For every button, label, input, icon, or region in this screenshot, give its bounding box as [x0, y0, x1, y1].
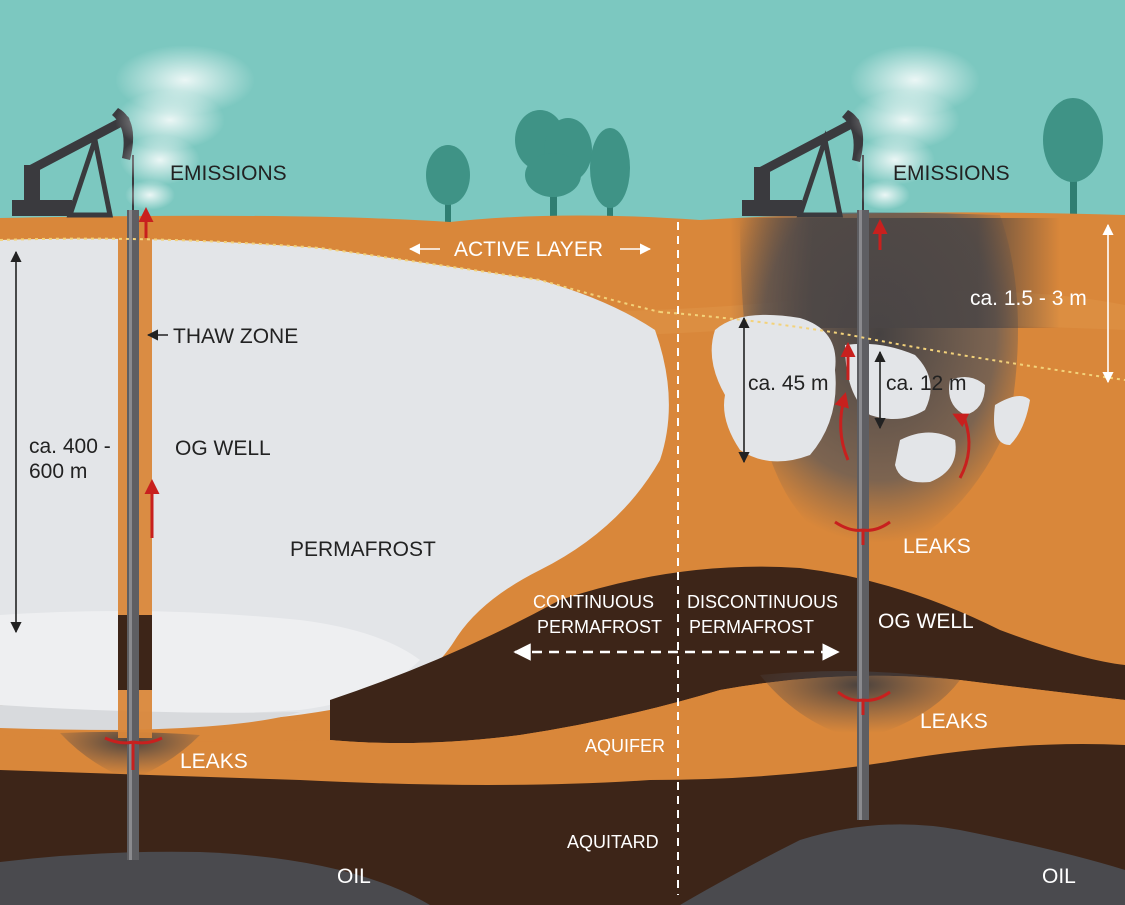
aquitard-label: AQUITARD: [567, 832, 659, 852]
permafrost-body: [0, 238, 669, 723]
discontinuous-label-2: PERMAFROST: [689, 617, 814, 637]
white-arrows: [408, 223, 1114, 661]
emission-plume-right: [850, 45, 980, 210]
discontinuous-label-1: DISCONTINUOUS: [687, 592, 838, 612]
tree-icon: [515, 110, 592, 225]
tree-icon: [426, 145, 470, 225]
leak-arrows-right-lower: [837, 690, 891, 715]
oil-label-left: OIL: [337, 865, 371, 888]
oil-label-right: OIL: [1042, 865, 1076, 888]
oil-left: [0, 851, 430, 905]
active-layer-boundary-right: [659, 311, 1125, 381]
emissions-label-left: EMISSIONS: [170, 162, 287, 185]
og-well-left-edge: [129, 210, 132, 860]
depth-active-label: ca. 1.5 - 3 m: [970, 287, 1087, 310]
depth-12-label: ca. 12 m: [886, 372, 967, 395]
thaw-zone-label: THAW ZONE: [173, 325, 298, 348]
leaks-label-left: LEAKS: [180, 750, 248, 773]
dimension-arrows: [10, 250, 886, 634]
leak-arrows-left: [104, 736, 163, 770]
continuous-label-1: CONTINUOUS: [533, 592, 654, 612]
leaks-label-right-upper: LEAKS: [903, 535, 971, 558]
gas-top-right: [730, 218, 1060, 328]
tree-icon: [1043, 98, 1103, 220]
emissions-label-right: EMISSIONS: [893, 162, 1010, 185]
oil-right: [680, 824, 1125, 905]
og-well-label-left: OG WELL: [175, 437, 271, 460]
emission-plume-left: [115, 45, 255, 210]
depth-left-label-1: ca. 400 -: [29, 435, 111, 458]
depth-left-label-2: 600 m: [29, 460, 87, 483]
aquifer-label: AQUIFER: [585, 736, 665, 756]
depth-45-label: ca. 45 m: [748, 372, 829, 395]
active-layer-boundary-left: [0, 237, 661, 313]
og-well-label-right: OG WELL: [878, 610, 974, 633]
og-well-right-edge: [859, 210, 862, 820]
og-well-right: [857, 210, 869, 820]
permafrost-lower-band: [0, 611, 420, 714]
active-layer-label: ACTIVE LAYER: [454, 238, 603, 261]
migration-arrow-right-2: [834, 392, 850, 461]
permafrost-label: PERMAFROST: [290, 538, 436, 561]
pumpjack-right-icon: [742, 110, 864, 218]
gas-flow-arrows: [104, 207, 971, 770]
trees: [426, 98, 1103, 225]
leak-arrows-right-upper: [834, 520, 891, 545]
tree-icon: [590, 128, 630, 225]
migration-arrow-right-3: [952, 413, 971, 479]
continuous-label-2: PERMAFROST: [537, 617, 662, 637]
leaks-label-right-lower: LEAKS: [920, 710, 988, 733]
